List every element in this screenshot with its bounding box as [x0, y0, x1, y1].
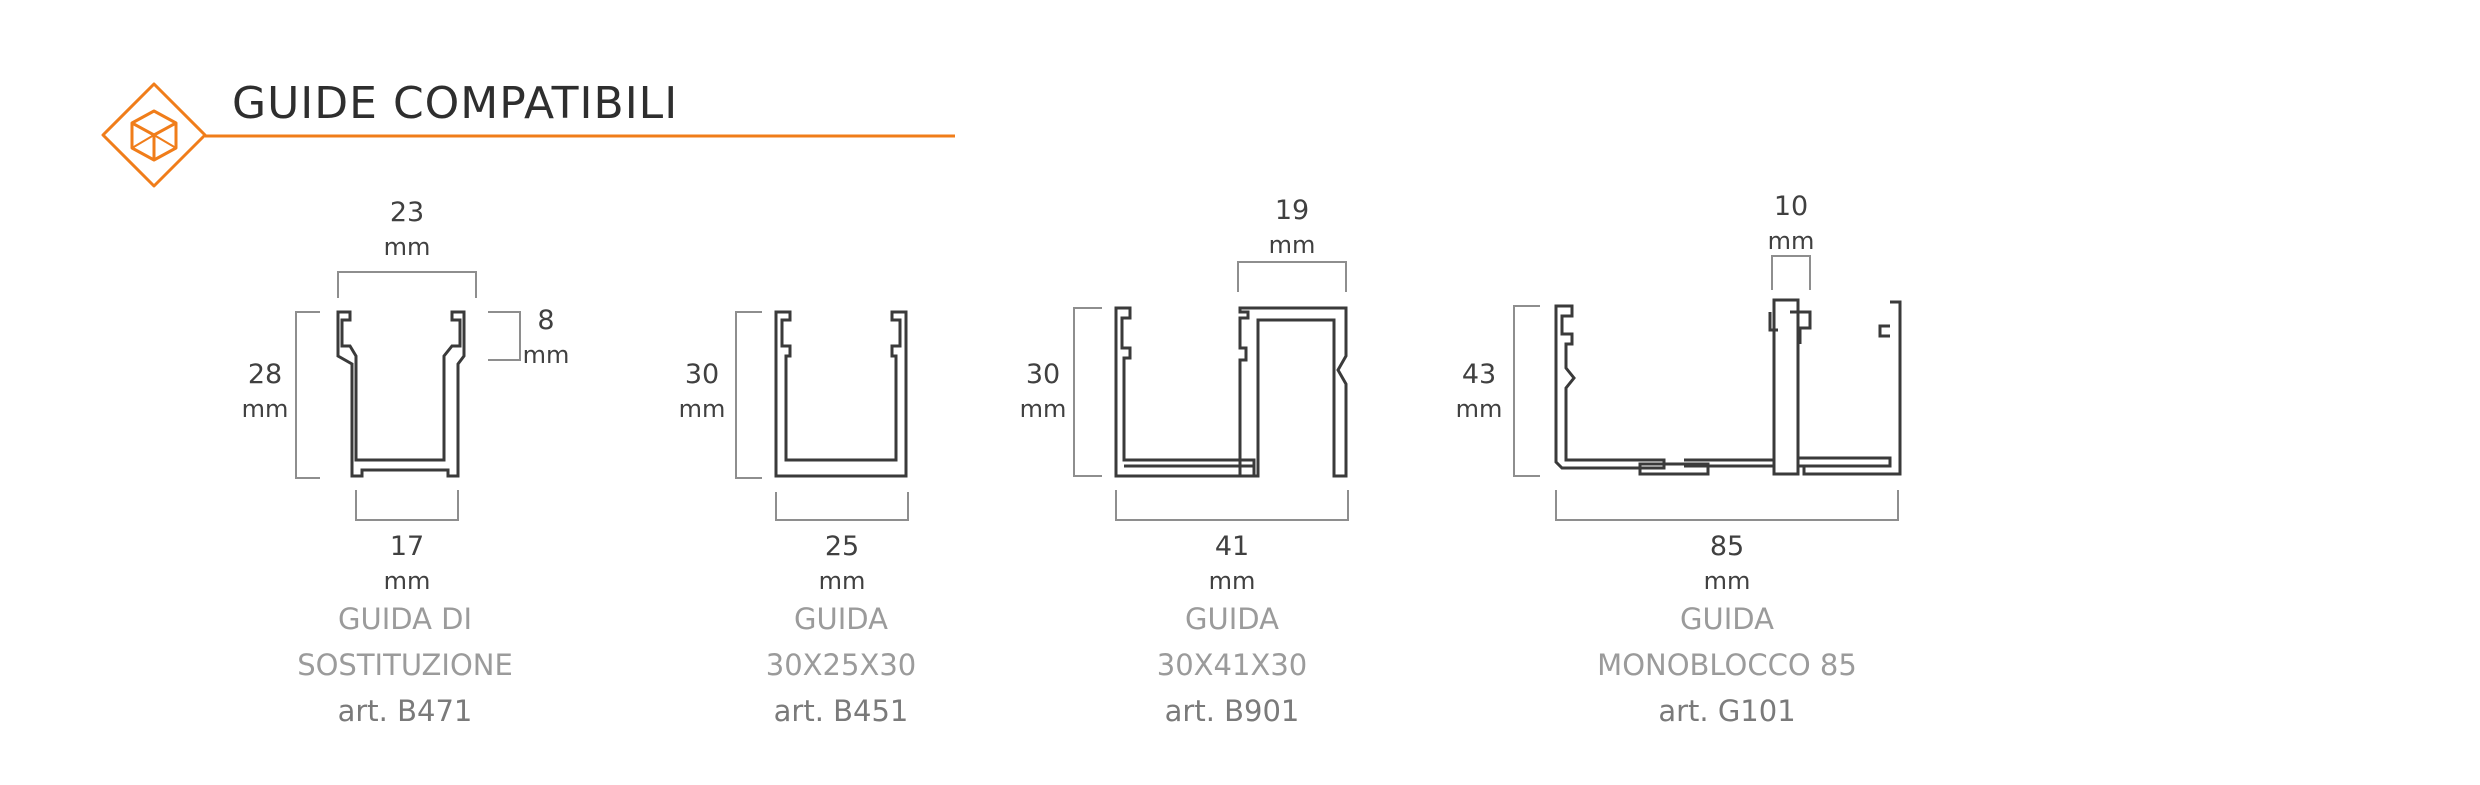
guide-caption: GUIDA 30X25X30 art. B451	[765, 602, 917, 728]
profile-guida-30x41x30	[1073, 261, 1349, 521]
dim-top-width: 23 mm	[383, 197, 431, 261]
profile-guida-monoblocco-85	[1513, 255, 1902, 521]
dim-height: 43 mm	[1455, 359, 1503, 423]
cube-icon	[101, 82, 207, 188]
dim-bottom-width: 85 mm	[1703, 531, 1751, 595]
dim-height: 28 mm	[241, 359, 289, 423]
dim-top-width: 10 mm	[1767, 191, 1815, 255]
profile-guida-sostituzione	[295, 271, 521, 521]
guide-caption: GUIDA 30X41X30 art. B901	[1156, 602, 1308, 728]
guide-caption: GUIDA DI SOSTITUZIONE art. B471	[297, 602, 513, 728]
dim-lip-height: 8 mm	[522, 305, 570, 369]
dim-height: 30 mm	[1019, 359, 1067, 423]
dim-bottom-width: 25 mm	[818, 531, 866, 595]
dim-bottom-width: 41 mm	[1208, 531, 1256, 595]
page-title: GUIDE COMPATIBILI	[232, 78, 679, 129]
dim-height: 30 mm	[678, 359, 726, 423]
guide-caption: GUIDA MONOBLOCCO 85 art. G101	[1597, 602, 1857, 728]
profile-guida-30x25x30	[735, 310, 909, 521]
dim-top-width: 19 mm	[1268, 195, 1316, 259]
dim-bottom-width: 17 mm	[383, 531, 431, 595]
